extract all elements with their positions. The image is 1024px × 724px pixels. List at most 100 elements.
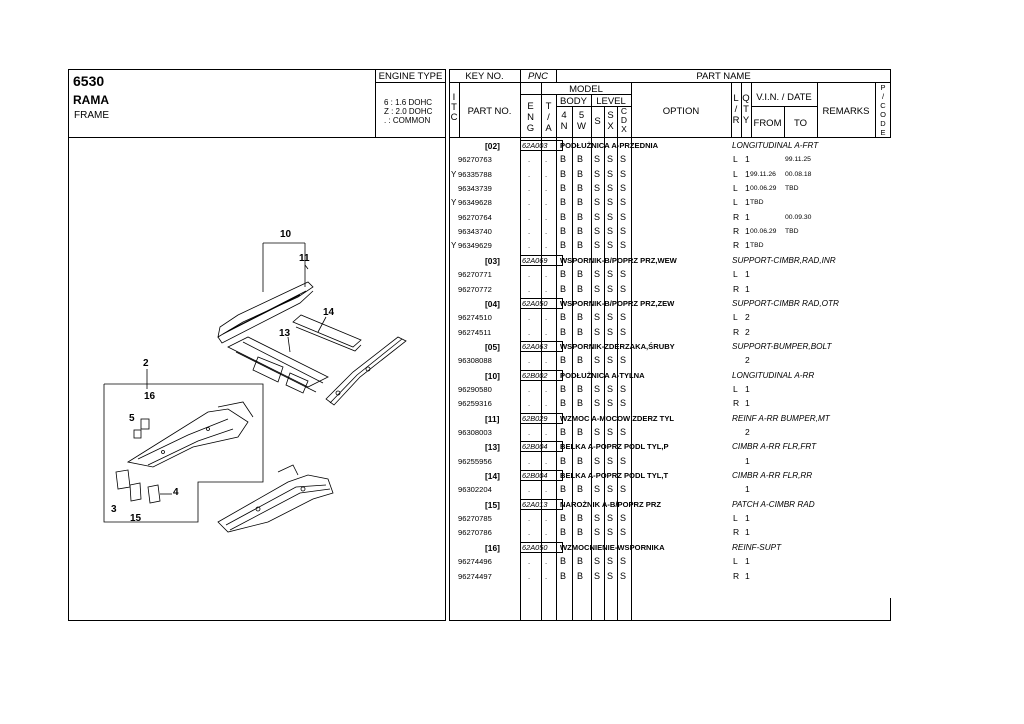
body-5w-mark: B [577, 484, 584, 495]
eng-mark: . [528, 184, 531, 194]
body-4n-mark: B [560, 527, 567, 538]
body-4n-mark: B [560, 226, 567, 237]
ta-mark: . [545, 485, 548, 495]
engine-type-label: ENGINE TYPE [378, 71, 443, 82]
itc-flag: Y [451, 169, 457, 179]
body-4n-mark: B [560, 312, 567, 323]
lr-mark: R [733, 283, 740, 294]
lr-mark: L [733, 513, 738, 524]
option-desc: PATCH A-CIMBR RAD [732, 499, 815, 509]
ta-mark: . [545, 198, 548, 208]
col-pcode: P / C O D E [880, 83, 886, 137]
diagram-label-5: 5 [129, 413, 135, 424]
part-no: 96270764 [458, 212, 492, 222]
diagram-label-15: 15 [130, 513, 142, 524]
body-5w-mark: B [577, 398, 584, 409]
part-no: 96308088 [458, 356, 492, 366]
body-5w-mark: B [577, 326, 584, 337]
option-desc: REINF-SUPT [732, 542, 782, 552]
body-5w-mark: B [577, 183, 584, 194]
part-no: 96270786 [458, 528, 492, 538]
eng-mark: . [528, 514, 531, 524]
level-sx-mark: S [607, 355, 614, 366]
body-5w-mark: B [577, 283, 584, 294]
qty: 1 [745, 240, 750, 251]
level-s-mark: S [594, 226, 601, 237]
eng-mark: . [528, 528, 531, 538]
option-desc: SUPPORT-CIMBR,RAD,INR [732, 255, 836, 265]
eng-mark: . [528, 227, 531, 237]
ta-mark: . [545, 270, 548, 280]
diagram-label-2: 2 [143, 358, 149, 369]
body-5w-mark: B [577, 211, 584, 222]
option-desc: REINF A-RR BUMPER,MT [732, 413, 830, 423]
part-no: 96270772 [458, 284, 492, 294]
qty: 1 [745, 269, 750, 280]
col-eng: E N G [526, 101, 535, 134]
col-s: S [594, 116, 601, 127]
ta-mark: . [545, 241, 548, 251]
level-s-mark: S [594, 183, 601, 194]
qty: 1 [745, 154, 750, 165]
part-no: 96302204 [458, 485, 492, 495]
eng-mark: . [528, 557, 531, 567]
qty: 2 [745, 427, 750, 437]
body-5w-mark: B [577, 312, 584, 323]
pnc-box: 62A063 [520, 340, 563, 352]
level-s-mark: S [594, 398, 601, 409]
body-5w-mark: B [577, 527, 584, 538]
body-5w-mark: B [577, 226, 584, 237]
body-4n-mark: B [560, 513, 567, 524]
col-level: LEVEL [596, 96, 626, 107]
option-desc: CIMBR A-RR FLR,FRT [732, 442, 817, 452]
level-sx-mark: S [607, 168, 614, 179]
key-no: [02] [485, 141, 500, 151]
part-no: 96274510 [458, 313, 492, 323]
body-4n-mark: B [560, 326, 567, 337]
col-body-4n: 4 N [560, 110, 568, 132]
date-to: 00.09.30 [785, 213, 812, 221]
col-pnc: PNC [527, 71, 549, 82]
part-no: 96270763 [458, 155, 492, 165]
body-4n-mark: B [560, 355, 567, 366]
eng-mark: . [528, 356, 531, 366]
body-4n-mark: B [560, 183, 567, 194]
level-cdx-mark: S [620, 312, 627, 323]
col-option: OPTION [662, 106, 700, 117]
level-sx-mark: S [607, 556, 614, 567]
col-itc: I T C [450, 92, 458, 123]
qty: 1 [745, 513, 750, 524]
pnc-box: 62B004 [520, 441, 563, 453]
col-body: BODY [560, 96, 587, 107]
lr-mark: L [733, 168, 738, 179]
eng-mark: . [528, 384, 531, 394]
body-4n-mark: B [560, 398, 567, 409]
level-s-mark: S [594, 283, 601, 294]
ta-mark: . [545, 428, 548, 437]
col-vin-date: V.I.N. / DATE [756, 92, 812, 103]
frame-exploded-diagram: 10 11 14 13 2 16 5 4 3 15 [103, 229, 407, 533]
level-s-mark: S [594, 168, 601, 179]
pnc-box: 62B002 [520, 369, 563, 381]
eng-mark: . [528, 485, 531, 495]
level-sx-mark: S [607, 154, 614, 165]
pnc-box: 62A003 [520, 140, 563, 151]
part-no: 96343739 [458, 184, 492, 194]
body-4n-mark: B [560, 484, 567, 495]
lr-mark: R [733, 240, 740, 251]
body-5w-mark: B [577, 570, 584, 581]
qty: 1 [745, 383, 750, 394]
part-no: 96274496 [458, 557, 492, 567]
col-body-5w: 5 W [577, 110, 586, 132]
